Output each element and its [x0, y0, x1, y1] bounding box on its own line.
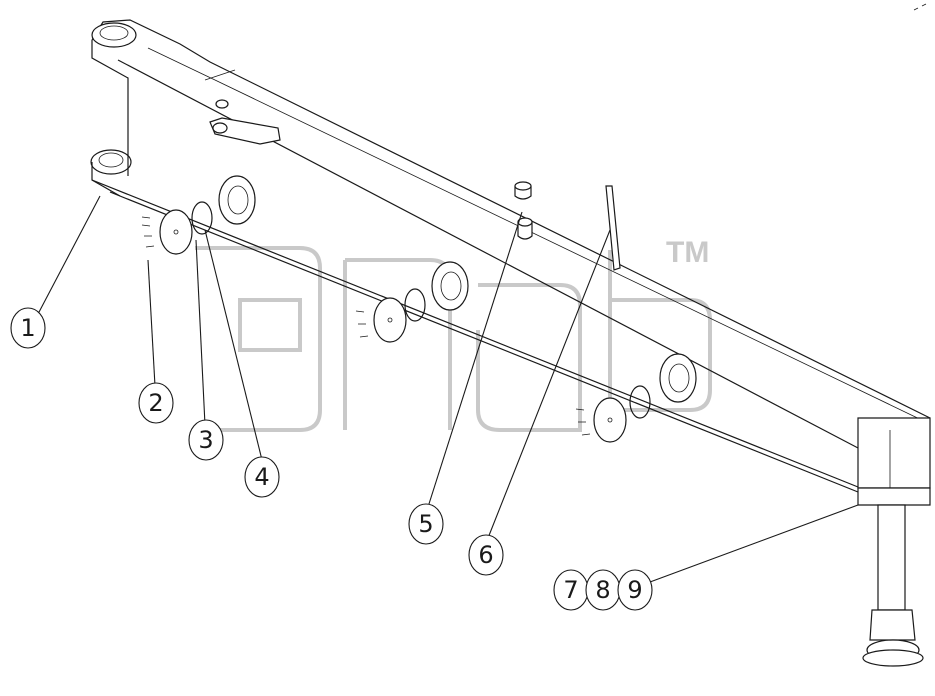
callout-6-label: 6 [478, 541, 493, 569]
callout-6: 6 [468, 534, 504, 576]
o-ring-3 [629, 385, 651, 419]
cover-plate-3 [575, 397, 627, 443]
callout-8-label: 8 [595, 576, 610, 604]
outrigger-cylinder [862, 504, 924, 667]
cover-plate-1 [141, 209, 193, 255]
watermark-logo: TM [195, 236, 712, 432]
callout-5: 5 [408, 503, 444, 545]
o-rings [191, 201, 651, 419]
o-ring-2 [404, 288, 426, 322]
watermark-trademark: TM [666, 236, 709, 269]
callout-9-label: 9 [627, 576, 642, 604]
fittings [514, 181, 533, 240]
vertical-plate [605, 185, 621, 271]
corner-mark [913, 3, 927, 11]
callout-2-label: 2 [148, 389, 163, 417]
callout-4-label: 4 [254, 463, 269, 491]
callout-2: 2 [138, 382, 174, 424]
leader-lines [37, 195, 859, 583]
callout-3: 3 [188, 419, 224, 461]
o-ring-1 [191, 201, 213, 235]
callout-3-label: 3 [198, 426, 213, 454]
boom-arm [90, 19, 931, 506]
port-3 [659, 353, 697, 403]
inspection-ports [218, 175, 697, 403]
port-1 [218, 175, 256, 225]
port-2 [431, 261, 469, 311]
callout-4: 4 [244, 456, 280, 498]
callout-1: 1 [10, 307, 46, 349]
callout-1-label: 1 [20, 314, 35, 342]
cover-plates [141, 209, 627, 443]
callout-7-8-9: 7 8 9 [553, 569, 653, 611]
cover-plate-2 [355, 297, 407, 343]
callout-7-label: 7 [563, 576, 578, 604]
callout-5-label: 5 [418, 510, 433, 538]
